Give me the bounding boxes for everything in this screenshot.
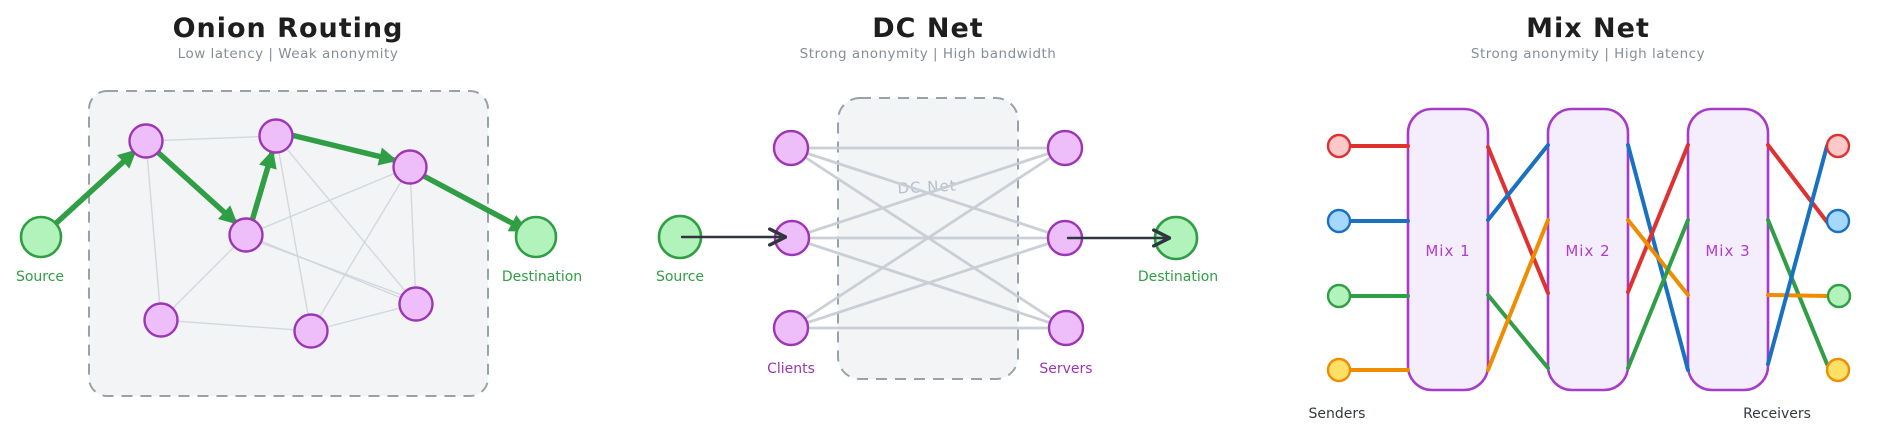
servers-label: Servers bbox=[1039, 361, 1092, 377]
mix-3-box bbox=[1686, 107, 1770, 392]
dcnet-watermark: DC Net bbox=[897, 176, 957, 197]
mesh-link bbox=[145, 135, 277, 142]
mixnet-subtitle: Strong anonymity | High latency bbox=[1471, 46, 1705, 62]
mesh-link bbox=[145, 140, 162, 321]
shuffle-link-green bbox=[1626, 218, 1690, 370]
dcnet-server-nodes bbox=[1046, 129, 1085, 347]
mesh-link bbox=[160, 319, 312, 332]
sender-node-blue bbox=[1326, 208, 1352, 234]
client-node-3 bbox=[772, 309, 810, 347]
mix-2-box bbox=[1546, 107, 1630, 392]
onion-destination-node bbox=[514, 215, 558, 259]
onion-source-label: Source bbox=[16, 269, 64, 285]
route-arrow-4 bbox=[284, 131, 398, 166]
dcnet-destination-label: Destination bbox=[1138, 269, 1218, 285]
mesh-link bbox=[409, 166, 417, 305]
shuffle-link-orange bbox=[1486, 218, 1550, 372]
relay-node-1 bbox=[128, 123, 164, 159]
mesh-link bbox=[245, 166, 411, 236]
relay-node-4 bbox=[392, 149, 428, 185]
dc-link bbox=[791, 146, 1066, 240]
receiver-node-green bbox=[1826, 283, 1852, 309]
mix-1-label: Mix 1 bbox=[1425, 242, 1470, 260]
onion-relay-nodes bbox=[128, 118, 434, 349]
receiver-nodes bbox=[1825, 133, 1852, 383]
onion-title: Onion Routing bbox=[173, 13, 404, 44]
receiver-link-blue bbox=[1766, 144, 1829, 366]
shuffle-link-blue bbox=[1486, 143, 1550, 222]
mix-3-label: Mix 3 bbox=[1705, 242, 1750, 260]
dcnet-title: DC Net bbox=[872, 13, 983, 44]
relay-node-3 bbox=[228, 217, 264, 253]
mesh-link bbox=[160, 234, 247, 321]
mix-1-box bbox=[1406, 107, 1490, 392]
dcnet-panel: DC Net Strong anonymity | High bandwidth… bbox=[656, 13, 1218, 380]
onion-destination-label: Destination bbox=[502, 269, 582, 285]
shuffle-link-red bbox=[1486, 145, 1550, 295]
mesh-link bbox=[275, 135, 312, 332]
server-node-1 bbox=[1046, 129, 1084, 167]
shuffle-link-orange bbox=[1626, 218, 1690, 297]
mesh-link bbox=[310, 303, 417, 332]
dcnet-client-nodes bbox=[772, 129, 811, 347]
mix2-to-mix3-links bbox=[1626, 143, 1690, 372]
mesh-link bbox=[275, 135, 417, 305]
onion-mesh-links bbox=[145, 135, 419, 332]
relay-node-6 bbox=[293, 313, 329, 349]
mixnet-panel: Mix Net Strong anonymity | High latency bbox=[1309, 13, 1852, 422]
relay-node-2 bbox=[258, 118, 294, 154]
onion-subtitle: Low latency | Weak anonymity bbox=[178, 46, 399, 62]
relay-node-7 bbox=[398, 286, 434, 322]
server-node-3 bbox=[1047, 309, 1085, 347]
mesh-link bbox=[247, 237, 419, 302]
mix-2-label: Mix 2 bbox=[1565, 242, 1610, 260]
route-arrow-5 bbox=[417, 171, 529, 233]
dcnet-links bbox=[790, 146, 1067, 330]
mixnet-title: Mix Net bbox=[1526, 13, 1650, 44]
receiver-node-red bbox=[1825, 133, 1851, 159]
dc-link bbox=[790, 236, 1066, 330]
route-arrow-3 bbox=[249, 149, 277, 224]
dc-link bbox=[790, 146, 1066, 330]
relay-node-5 bbox=[143, 302, 179, 338]
sender-node-yellow bbox=[1326, 357, 1352, 383]
clients-label: Clients bbox=[767, 361, 815, 377]
onion-panel: Onion Routing Low latency | Weak anonymi… bbox=[16, 13, 582, 397]
dcnet-subtitle: Strong anonymity | High bandwidth bbox=[800, 46, 1057, 62]
receiver-links bbox=[1766, 143, 1829, 366]
receivers-label: Receivers bbox=[1743, 406, 1811, 422]
sender-node-red bbox=[1326, 133, 1352, 159]
shuffle-link-red bbox=[1626, 143, 1690, 294]
senders-label: Senders bbox=[1309, 406, 1366, 422]
receiver-link-green bbox=[1766, 218, 1829, 366]
mesh-link bbox=[310, 166, 411, 332]
sender-nodes bbox=[1326, 133, 1352, 383]
client-node-1 bbox=[772, 129, 810, 167]
route-arrow-2 bbox=[149, 144, 238, 225]
shuffle-link-green bbox=[1486, 293, 1550, 370]
receiver-node-yellow bbox=[1825, 357, 1851, 383]
mix1-to-mix2-links bbox=[1486, 143, 1550, 372]
receiver-link-orange bbox=[1766, 293, 1829, 298]
receiver-link-red bbox=[1766, 143, 1829, 224]
sender-links bbox=[1342, 144, 1410, 372]
onion-network-boundary bbox=[88, 90, 489, 397]
sender-node-green bbox=[1326, 283, 1352, 309]
dcnet-source-label: Source bbox=[656, 269, 704, 285]
receiver-node-blue bbox=[1825, 208, 1851, 234]
onion-source-node bbox=[19, 215, 63, 259]
